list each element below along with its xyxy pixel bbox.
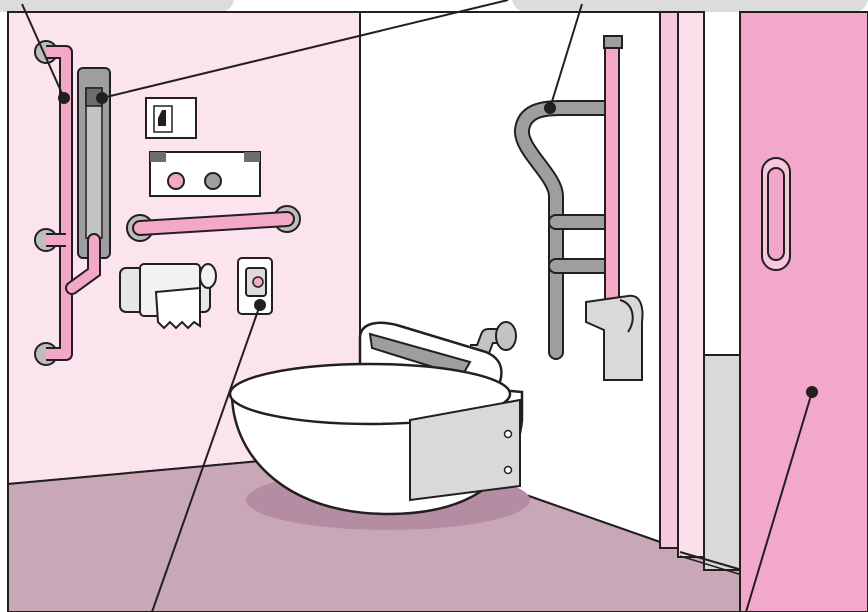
toilet-control-panel bbox=[150, 152, 260, 196]
call-button-icon bbox=[253, 277, 263, 287]
door-handle-icon bbox=[762, 158, 790, 270]
sliding-door bbox=[740, 12, 868, 612]
wall-switch bbox=[146, 98, 196, 138]
marker-back-grab-rail bbox=[544, 102, 556, 114]
marker-emergency-call-button bbox=[254, 299, 266, 311]
marker-folding-grab-rail bbox=[96, 92, 108, 104]
paper-roll-icon bbox=[156, 288, 200, 328]
bidet-button-icon bbox=[168, 173, 184, 189]
stop-button-icon bbox=[205, 173, 221, 189]
marker-vertical-grab-rail bbox=[58, 92, 70, 104]
door-frame bbox=[660, 12, 742, 575]
marker-sliding-door bbox=[806, 386, 818, 398]
